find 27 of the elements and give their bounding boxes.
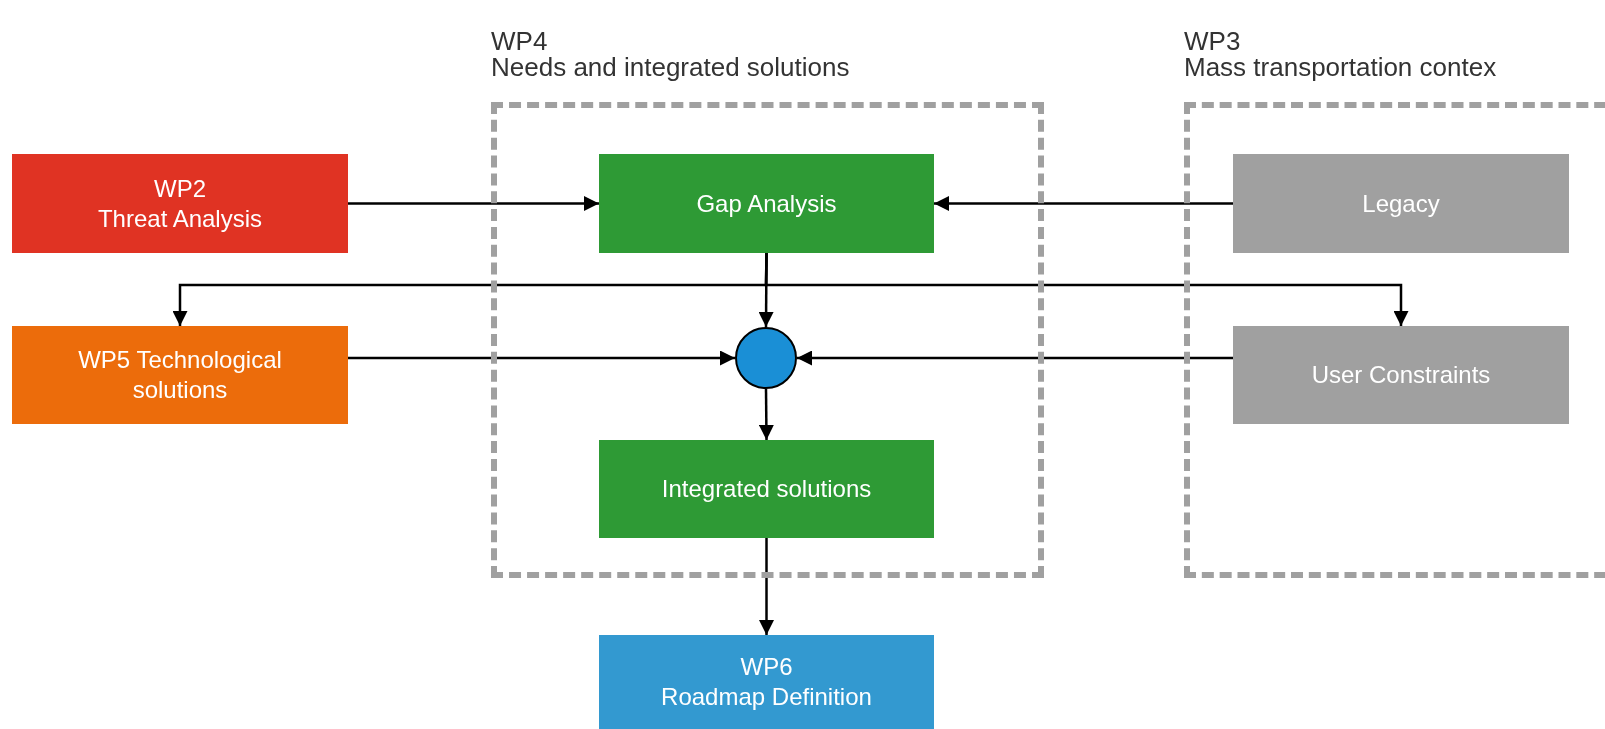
box-text: Threat Analysis [97, 203, 263, 234]
frame-heading: WP4 [491, 28, 549, 54]
frame-heading: Mass transportation contex [1184, 54, 1497, 80]
box-text: WP5 Technological solutions [77, 345, 283, 405]
arrow [764, 252, 1409, 326]
arrow [758, 389, 774, 440]
process-box [1233, 154, 1569, 253]
box-text: Roadmap Definition [661, 682, 872, 712]
box-text: Gap Analysis [696, 188, 837, 219]
box-text: Integrated solutions [661, 474, 872, 504]
arrow [759, 538, 774, 635]
box-text: WP6 [740, 652, 793, 682]
frame-heading: Needs and integrated solutions [491, 54, 850, 80]
process-box [599, 440, 934, 538]
process-box [12, 154, 348, 253]
arrow [348, 196, 599, 211]
frame-heading: WP3 [1184, 28, 1242, 54]
arrow [797, 350, 1233, 366]
box-text: Legacy [1362, 188, 1440, 219]
arrow [934, 196, 1233, 211]
process-box [599, 154, 934, 253]
box-text: User Constraints [1311, 360, 1491, 390]
box-text: WP2 [154, 173, 206, 204]
process-box [1233, 326, 1569, 424]
arrow [348, 350, 735, 366]
process-box [12, 326, 348, 424]
process-box [599, 635, 934, 729]
